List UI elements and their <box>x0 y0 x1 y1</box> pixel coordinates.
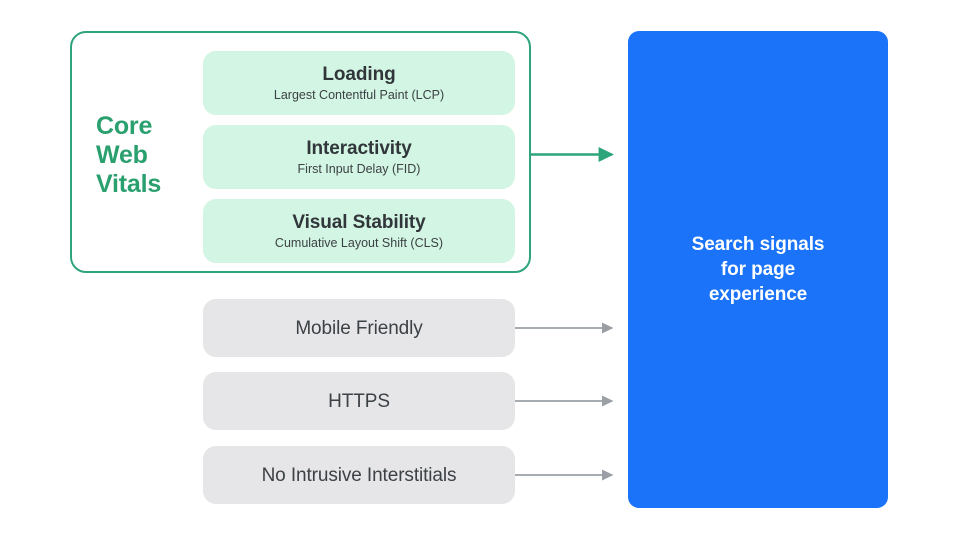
metric-subtitle: Largest Contentful Paint (LCP) <box>273 87 445 102</box>
signal-label: No Intrusive Interstitials <box>261 464 457 486</box>
signal-card-https[interactable]: HTTPS <box>203 372 515 430</box>
metric-card-loading[interactable]: Loading Largest Contentful Paint (LCP) <box>203 51 515 115</box>
metric-title: Loading <box>322 63 396 85</box>
signal-card-mobile-friendly[interactable]: Mobile Friendly <box>203 299 515 357</box>
core-web-vitals-group-label: Core Web Vitals <box>96 112 162 198</box>
signal-label: HTTPS <box>328 390 390 412</box>
search-signals-panel-label: Search signals for page experience <box>691 234 825 305</box>
metric-subtitle: Cumulative Layout Shift (CLS) <box>274 235 444 250</box>
metric-card-interactivity[interactable]: Interactivity First Input Delay (FID) <box>203 125 515 189</box>
metric-subtitle: First Input Delay (FID) <box>297 161 421 176</box>
metric-title: Visual Stability <box>292 211 426 233</box>
metric-card-visual-stability[interactable]: Visual Stability Cumulative Layout Shift… <box>203 199 515 263</box>
metric-title: Interactivity <box>306 137 412 159</box>
signal-label: Mobile Friendly <box>295 317 423 339</box>
search-signals-panel[interactable]: Search signals for page experience <box>628 31 888 508</box>
signal-card-no-intrusive-interstitials[interactable]: No Intrusive Interstitials <box>203 446 515 504</box>
